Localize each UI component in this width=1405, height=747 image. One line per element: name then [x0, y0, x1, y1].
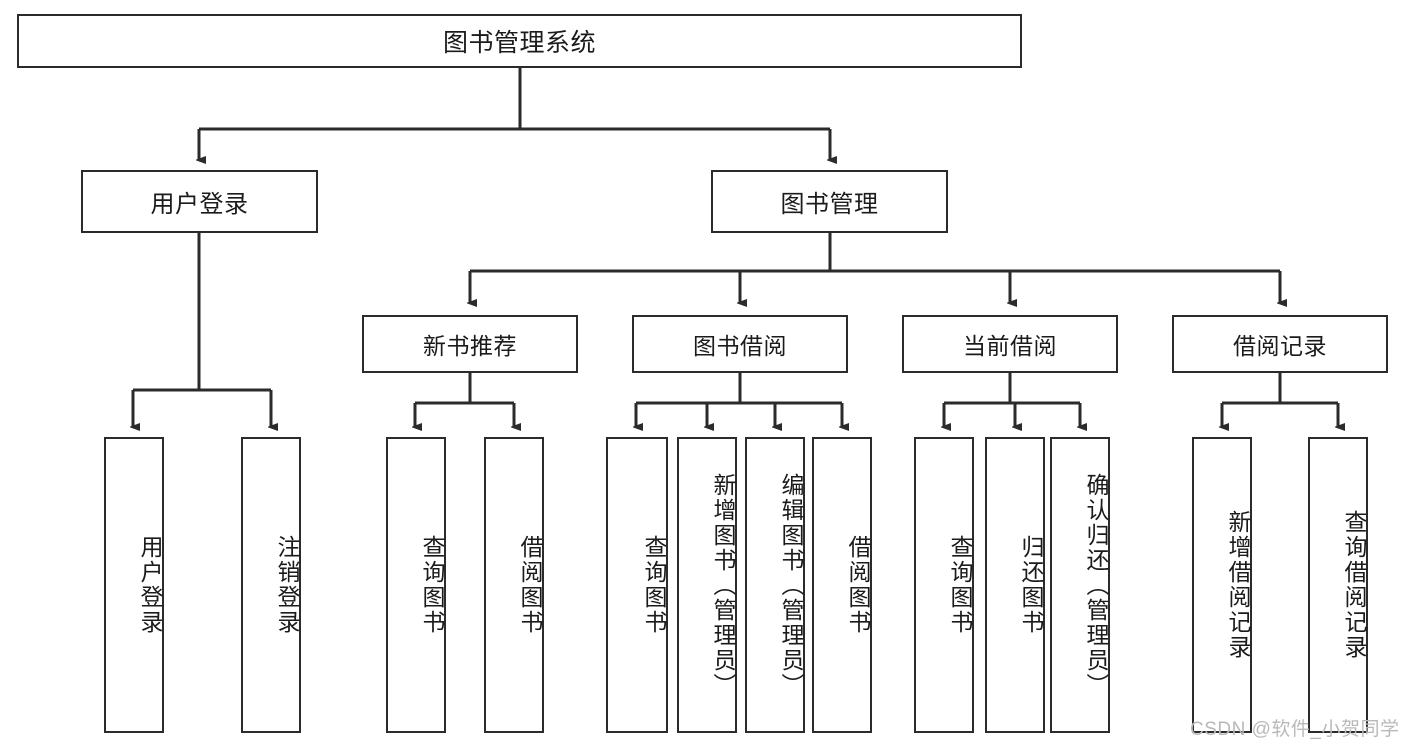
leaf-query-book-borrow[interactable]: 查询图书	[606, 437, 668, 733]
node-book-borrow[interactable]: 图书借阅	[632, 315, 848, 373]
leaf-return-book[interactable]: 归还图书	[985, 437, 1045, 733]
leaf-add-book-admin[interactable]: 新增图书（管理员）	[677, 437, 737, 733]
node-book-management[interactable]: 图书管理	[711, 170, 948, 233]
leaf-add-borrow-record[interactable]: 新增借阅记录	[1192, 437, 1252, 733]
leaf-user-login[interactable]: 用户登录	[104, 437, 164, 733]
node-borrow-record[interactable]: 借阅记录	[1172, 315, 1388, 373]
leaf-query-book-current[interactable]: 查询图书	[914, 437, 974, 733]
leaf-borrow-book[interactable]: 借阅图书	[812, 437, 872, 733]
leaf-query-book-recommend[interactable]: 查询图书	[386, 437, 446, 733]
leaf-edit-book-admin[interactable]: 编辑图书（管理员）	[745, 437, 805, 733]
leaf-borrow-book-recommend[interactable]: 借阅图书	[484, 437, 544, 733]
node-current-borrow[interactable]: 当前借阅	[902, 315, 1118, 373]
leaf-confirm-return-admin[interactable]: 确认归还（管理员）	[1050, 437, 1110, 733]
node-root-system[interactable]: 图书管理系统	[17, 14, 1022, 68]
watermark-text: CSDN @软件_小贺同学	[1190, 719, 1400, 740]
node-user-login[interactable]: 用户登录	[81, 170, 318, 233]
leaf-query-borrow-record[interactable]: 查询借阅记录	[1308, 437, 1368, 733]
node-new-book-recommend[interactable]: 新书推荐	[362, 315, 578, 373]
leaf-logout[interactable]: 注销登录	[241, 437, 301, 733]
